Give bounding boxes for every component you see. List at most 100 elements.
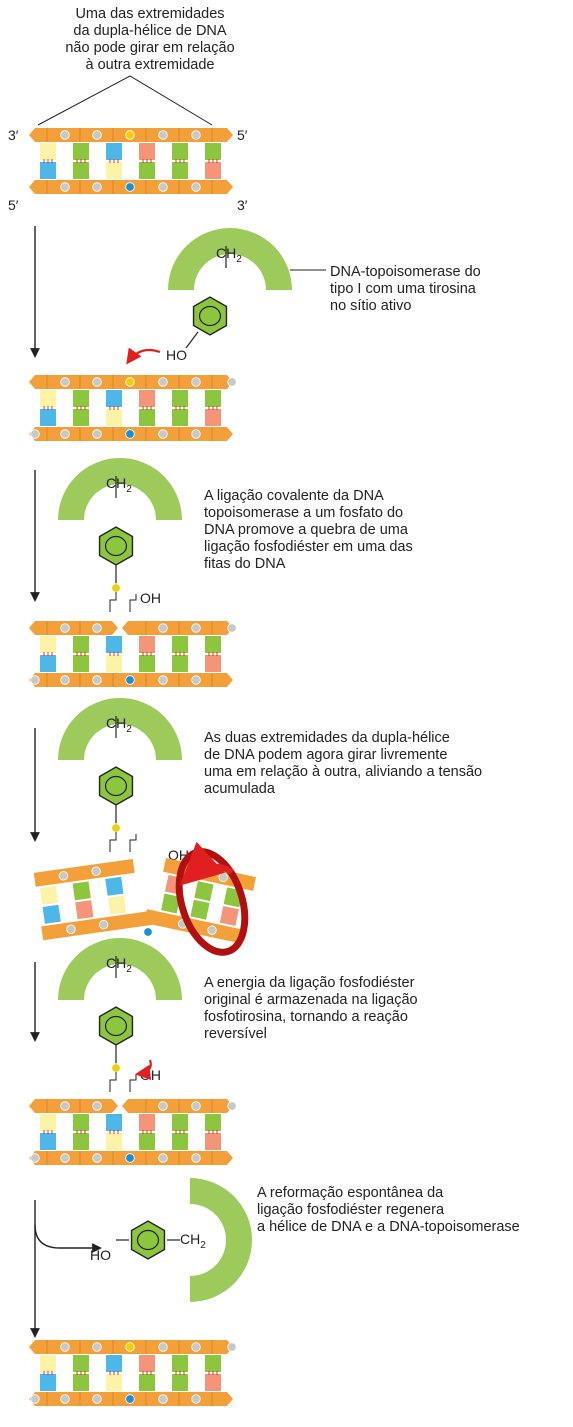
enzyme-body xyxy=(168,228,292,290)
phosphate-dot xyxy=(158,182,168,192)
backbone-link xyxy=(109,1072,117,1092)
aromatic-circle xyxy=(104,1015,128,1037)
base xyxy=(73,409,89,426)
tyrosine-ring xyxy=(98,1006,134,1046)
caption-step4-line: A energia da ligação fosfodiéster xyxy=(204,975,415,991)
backbone-bar xyxy=(35,621,112,635)
base-pair xyxy=(172,1114,188,1150)
caption-step3-line: acumulada xyxy=(204,781,275,797)
base xyxy=(73,655,89,672)
base xyxy=(172,143,188,160)
backbone-link xyxy=(129,834,137,852)
phosphate-dot xyxy=(92,429,102,439)
phosphate-dot xyxy=(60,1394,70,1404)
backbone-notch xyxy=(29,128,35,142)
dna-helix-rotating xyxy=(33,841,256,956)
end-dot xyxy=(227,1342,237,1352)
backbone-notch xyxy=(227,180,233,194)
caption-top-line: à outra extremidade xyxy=(85,57,215,73)
base-pair xyxy=(139,1114,155,1150)
base xyxy=(190,899,210,920)
base xyxy=(172,390,188,407)
base-pair xyxy=(172,1355,188,1391)
tyrosine-ring xyxy=(98,766,134,806)
base xyxy=(40,409,56,426)
phosphate-dot xyxy=(60,623,70,633)
caption-top: Uma das extremidades da dupla-hélice de … xyxy=(50,6,250,74)
phosphate-dot xyxy=(60,377,70,387)
phosphate-dot xyxy=(92,1153,102,1163)
phosphate-dot xyxy=(191,182,201,192)
backbone-bar xyxy=(128,621,227,635)
caption-step4-line: reversível xyxy=(204,1026,267,1042)
dna-helix-step2 xyxy=(29,621,237,687)
caption-step2-line: ligação fosfodiéster em uma das xyxy=(204,539,413,555)
aromatic-circle xyxy=(136,1229,160,1251)
oxygen-bond xyxy=(185,331,199,349)
caption-step4: A energia da ligação fosfodiéster origin… xyxy=(204,975,418,1043)
phosphate-dot xyxy=(125,1342,135,1352)
phosphate-dot xyxy=(191,1342,201,1352)
base xyxy=(172,1355,188,1372)
dna-helix-step1 xyxy=(29,375,237,441)
base-pair xyxy=(205,1114,221,1150)
base xyxy=(139,409,155,426)
phosphate-dot xyxy=(92,1394,102,1404)
top-strand-right xyxy=(122,1099,233,1113)
phosphate-dot xyxy=(98,919,109,930)
base-pair xyxy=(40,1355,56,1391)
phosphate-dot xyxy=(158,130,168,140)
hydroxyl-label: OH xyxy=(140,1067,161,1083)
caption-step5-line: A reformação espontânea da xyxy=(257,1185,444,1201)
phosphate-dot xyxy=(158,377,168,387)
end-dot xyxy=(30,429,40,439)
backbone-notch xyxy=(29,1340,35,1354)
base xyxy=(172,636,188,653)
end-dot xyxy=(227,377,237,387)
base xyxy=(205,1114,221,1131)
base xyxy=(73,162,89,179)
backbone-notch xyxy=(227,128,233,142)
base xyxy=(73,1133,89,1150)
base-pair xyxy=(106,1114,122,1150)
phosphotyrosine-dot xyxy=(111,1063,121,1073)
backbone-notch xyxy=(29,621,35,635)
tyrosine-ring xyxy=(98,526,134,566)
base xyxy=(205,636,221,653)
top-strand-left xyxy=(29,621,118,635)
base-pair xyxy=(205,1355,221,1391)
caption-step4-line: original é armazenada na ligação xyxy=(204,992,418,1008)
dna-helix-initial: 3′5′5′3′ xyxy=(8,127,248,213)
base xyxy=(73,1374,89,1391)
caption-step2-line: topoisomerase a um fosfato do xyxy=(204,505,404,521)
base-pair xyxy=(73,143,89,179)
strand-end-label-5prime: 5′ xyxy=(237,127,248,143)
backbone-notch xyxy=(227,427,233,441)
base xyxy=(40,655,56,672)
ch2-label: CH2 xyxy=(180,1231,206,1251)
base xyxy=(75,900,94,920)
enzyme-body xyxy=(57,457,183,520)
phosphate-dot xyxy=(191,675,201,685)
base xyxy=(139,636,155,653)
aromatic-circle xyxy=(198,305,222,327)
base xyxy=(172,409,188,426)
attack-arrow xyxy=(126,347,161,365)
base xyxy=(105,876,124,896)
phosphate-dot xyxy=(191,429,201,439)
hydroxyl-label: HO xyxy=(90,1247,111,1263)
base xyxy=(172,1133,188,1150)
base xyxy=(205,1133,221,1150)
base-pair xyxy=(205,636,221,672)
backbone-notch xyxy=(227,1392,233,1406)
phosphate-dot xyxy=(125,130,135,140)
base xyxy=(72,881,91,901)
dna-helix-final xyxy=(29,1340,237,1406)
base xyxy=(106,636,122,653)
base xyxy=(172,1114,188,1131)
ch2-label: CH2 xyxy=(216,245,242,265)
backbone-link xyxy=(109,592,117,612)
base-pair xyxy=(73,1114,89,1150)
